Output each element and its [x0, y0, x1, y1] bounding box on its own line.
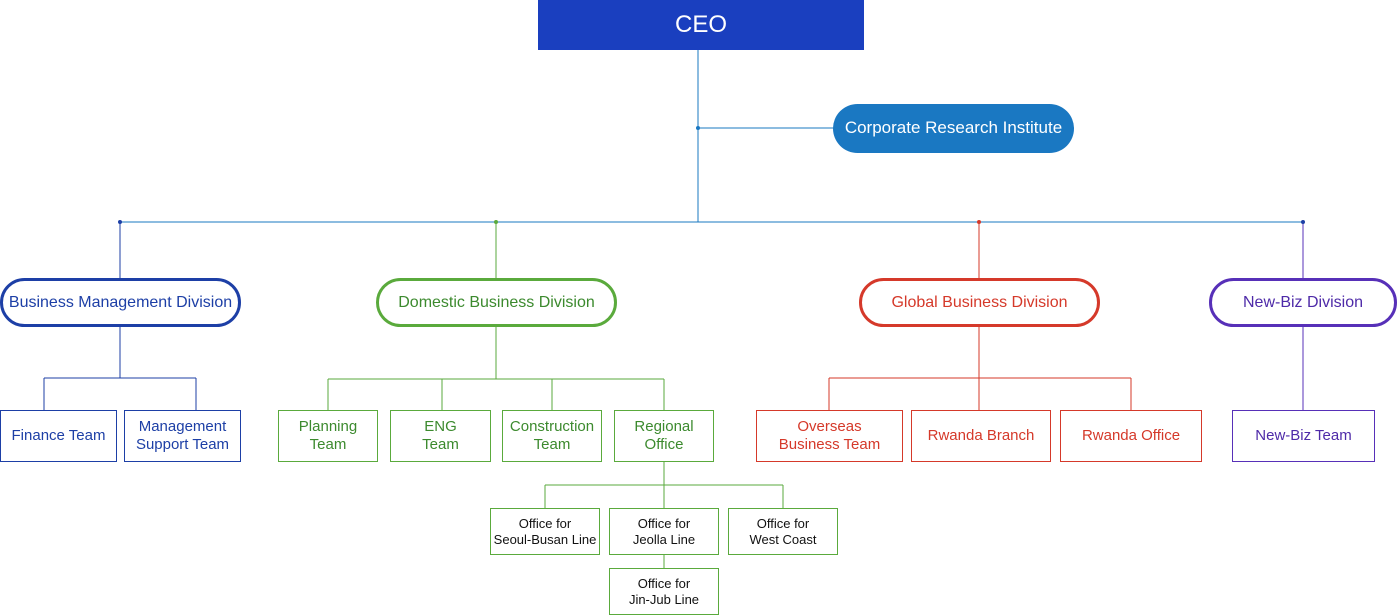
office-west-coast: Office for West Coast: [728, 508, 838, 555]
planning-team: Planning Team: [278, 410, 378, 462]
rwanda-branch: Rwanda Branch: [911, 410, 1051, 462]
bm-junction-dot: [118, 220, 122, 224]
overseas-business-team: Overseas Business Team: [756, 410, 903, 462]
research-junction-dot: [696, 126, 700, 130]
domestic-business-division: Domestic Business Division: [376, 278, 617, 327]
office-jin-jub-line: Office for Jin-Jub Line: [609, 568, 719, 615]
corporate-research-institute: Corporate Research Institute: [833, 104, 1074, 153]
global-junction-dot: [977, 220, 981, 224]
newbiz-junction-dot: [1301, 220, 1305, 224]
eng-team: ENG Team: [390, 410, 491, 462]
business-management-division: Business Management Division: [0, 278, 241, 327]
ceo-box: CEO: [538, 0, 864, 50]
office-seoul-busan-line: Office for Seoul-Busan Line: [490, 508, 600, 555]
regional-office: Regional Office: [614, 410, 714, 462]
domestic-junction-dot: [494, 220, 498, 224]
office-jeolla-line: Office for Jeolla Line: [609, 508, 719, 555]
new-biz-team: New-Biz Team: [1232, 410, 1375, 462]
new-biz-division: New-Biz Division: [1209, 278, 1397, 327]
finance-team: Finance Team: [0, 410, 117, 462]
rwanda-office: Rwanda Office: [1060, 410, 1202, 462]
construction-team: Construction Team: [502, 410, 602, 462]
global-business-division: Global Business Division: [859, 278, 1100, 327]
management-support-team: Management Support Team: [124, 410, 241, 462]
